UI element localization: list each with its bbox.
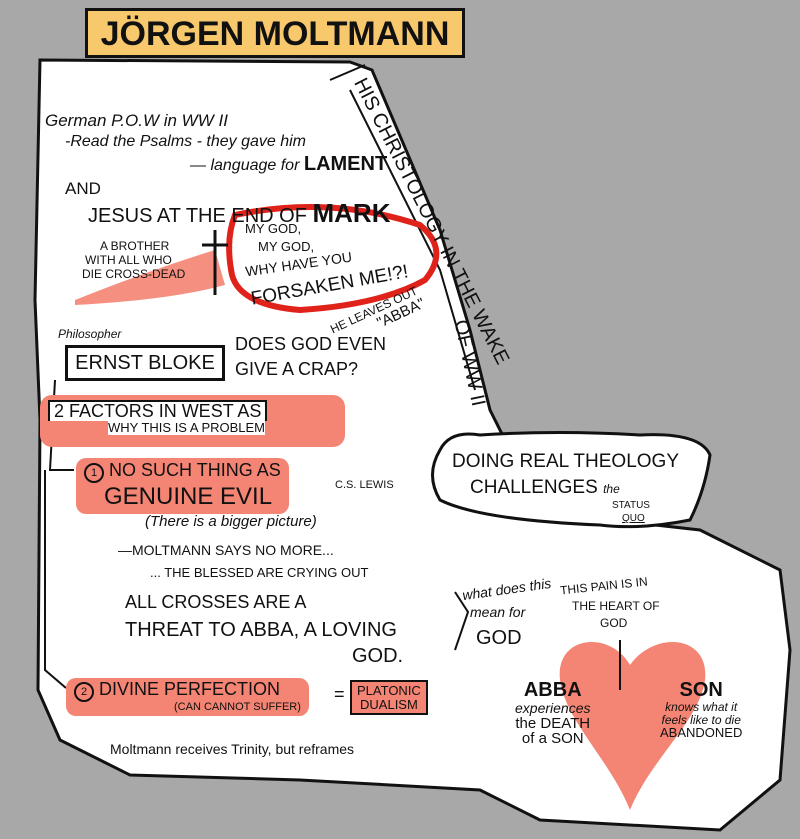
blessed-crying: ... The blessed are crying out [150,565,369,580]
platonic: Platonic [357,683,421,698]
pow-line2: -Read the Psalms - they gave him [65,133,306,150]
cannot-suffer: (Can cannot suffer) [174,701,301,713]
factor1-box: 1 No such thing as Genuine Evil [76,458,289,514]
theology-cloud [431,431,712,529]
factors-box: 2 Factors in West as why this is a probl… [40,395,345,447]
trinity-line: Moltmann receives Trinity, but reframes [110,741,355,757]
son-title: SON [679,679,723,701]
abba-experiences: experiences [515,700,591,716]
meaning-2: mean for [470,604,526,620]
cry-bubble-outline [226,204,440,314]
cry-2: My God, [258,239,315,254]
pow-language: — language for [190,157,300,174]
jesus-end: Jesus at the End of [88,205,307,227]
brother-1: A Brother [100,239,170,253]
dualism: Dualism [360,696,418,712]
question-1: Does God even [235,334,387,354]
factors-line1: 2 Factors in West as [48,400,268,421]
question-2: give a crap? [235,359,359,379]
factor2-box: 2 Divine Perfection (Can cannot suffer) [66,678,309,716]
meaning-3: GOD [476,627,522,649]
factors-line2: why this is a problem [108,419,266,435]
theology-2: challenges the [470,478,620,498]
philosopher-label: Philosopher [58,327,122,341]
mark-line: Jesus at the End of Mark [88,198,391,228]
abba-son: of a SON [521,730,584,748]
hill-scribble [75,250,225,305]
pow-line1: German P.O.W in WW II [45,111,228,130]
abba-death: the DEATH [515,714,591,732]
challenges: challenges [470,477,598,498]
genuine-evil: Genuine Evil [104,483,273,510]
main-paper [33,58,792,832]
brother-2: with all who [85,253,172,267]
factor1-line1: No such thing as [109,460,281,480]
brace-meaning [454,591,470,651]
pain-2: the heart of [572,599,660,613]
brother-3: die cross-dead [82,267,186,281]
divine-perfection: Divine Perfection [99,679,281,699]
heart-icon [559,642,706,810]
mark: Mark [312,198,391,228]
bigger-picture: (There is a bigger picture) [145,513,317,530]
son-abandoned: ABANDONED [660,725,743,741]
pain-3: God [600,616,628,630]
crosses-3: God. [352,645,404,667]
son-feels: feels like to die [661,712,741,727]
crosses-1: All crosses are a [125,592,307,612]
cross-icon [202,230,228,295]
the: the [603,482,620,496]
and-label: And [65,179,101,198]
factor1-number: 1 [84,463,104,483]
son-block: SON knows what it feels like to die ABAN… [660,680,742,740]
factor2-number: 2 [74,682,94,702]
abba-title: ABBA [523,679,582,701]
banner-strip [329,64,476,391]
title-box: Jörgen Moltmann [85,8,465,58]
lament: LAMENT [303,153,388,175]
equals-sign: = [334,684,345,704]
arrow-factor2 [44,470,67,689]
cry-1: My God, [245,221,302,236]
quo: quo [622,513,645,524]
son-knows: knows what it [665,700,738,714]
platonic-dualism-box: Platonic Dualism [350,680,428,716]
ernst-bloke-box: Ernst Bloke [65,345,225,381]
crosses-2: Threat to Abba, a loving [125,619,397,641]
pow-line3: — language for LAMENT [190,154,387,175]
abba-block: ABBA experiences the DEATH of a SON [515,680,591,747]
moltmann-says: —Moltmann says no more... [118,542,334,558]
cs-lewis: C.S. Lewis [335,479,394,491]
theology-1: Doing real theology [452,451,679,472]
status: status [612,500,650,511]
